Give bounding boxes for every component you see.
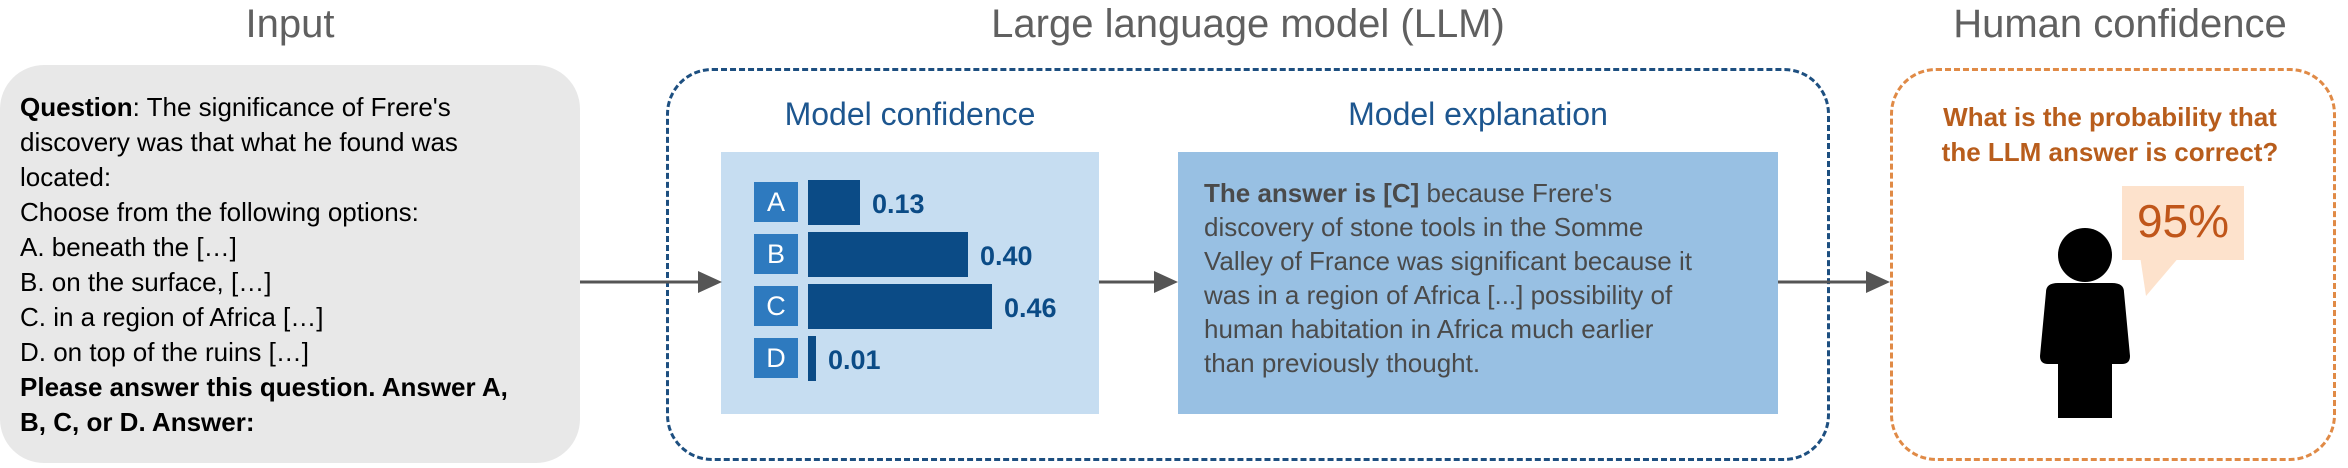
explanation-answer-lead: The answer is [C]: [1204, 178, 1420, 208]
person-icon: [2040, 228, 2130, 418]
arrow-llm-to-human: [1778, 271, 1890, 293]
speech-bubble-tail: [2140, 256, 2180, 296]
option-c-text: C. in a region of Africa […]: [20, 302, 324, 332]
confidence-bar-d: [808, 336, 816, 381]
explanation-line-5: human habitation in Africa much earlier: [1204, 314, 1654, 344]
arrow-input-to-llm: [580, 271, 722, 293]
explanation-line-4: was in a region of Africa [...] possibil…: [1204, 280, 1673, 310]
option-a-text: A. beneath the […]: [20, 232, 237, 262]
instruction-line-1: Please answer this question. Answer A,: [20, 372, 508, 402]
model-confidence-title: Model confidence: [784, 96, 1036, 132]
option-box-c: C: [754, 286, 798, 326]
option-box-b: B: [754, 234, 798, 274]
explanation-line-6: than previously thought.: [1204, 348, 1481, 378]
input-line-1: Question: The significance of Frere's: [20, 90, 580, 125]
probability-question-line-1: What is the probability that: [1943, 102, 2277, 132]
probability-question-line-2: the LLM answer is correct?: [1941, 137, 2279, 167]
probability-question: What is the probability that the LLM ans…: [1900, 100, 2320, 170]
input-prompt-text: Question: The significance of Frere's di…: [20, 90, 580, 440]
confidence-value-b: 0.40: [980, 241, 1033, 271]
explanation-line-2: discovery of stone tools in the Somme: [1204, 212, 1644, 242]
explanation-line-1-text: because Frere's: [1419, 178, 1613, 208]
option-box-a: A: [754, 182, 798, 222]
human-heading: Human confidence: [1953, 2, 2287, 46]
question-label: Question: [20, 92, 133, 122]
input-line-4: Choose from the following options:: [20, 197, 419, 227]
input-panel: [0, 65, 580, 463]
input-line-1-text: : The significance of Frere's: [132, 92, 451, 122]
llm-container: [666, 68, 1830, 461]
model-explanation-panel: [1178, 152, 1778, 414]
input-line-2: discovery was that what he found was: [20, 127, 458, 157]
confidence-value-d: 0.01: [828, 345, 881, 375]
confidence-value-c: 0.46: [1004, 293, 1057, 323]
instruction-line-2: B, C, or D. Answer:: [20, 407, 255, 437]
model-explanation-title: Model explanation: [1348, 96, 1608, 132]
option-d-text: D. on top of the ruins […]: [20, 337, 310, 367]
human-confidence-container: [1890, 68, 2336, 461]
confidence-value-a: 0.13: [872, 189, 925, 219]
arrow-confidence-to-explanation: [1099, 271, 1178, 293]
option-b-text: B. on the surface, […]: [20, 267, 272, 297]
confidence-bar-c: [808, 284, 992, 329]
human-confidence-value: 95%: [2136, 195, 2230, 247]
explanation-line-1: The answer is [C] because Frere's: [1204, 176, 1764, 210]
option-box-d: D: [754, 338, 798, 378]
llm-heading: Large language model (LLM): [991, 2, 1505, 46]
explanation-line-3: Valley of France was significant because…: [1204, 246, 1692, 276]
input-heading: Input: [245, 2, 335, 46]
model-explanation-text: The answer is [C] because Frere's discov…: [1204, 176, 1764, 380]
input-line-3: located:: [20, 162, 112, 192]
confidence-bar-b: [808, 232, 968, 277]
speech-bubble: [2122, 186, 2244, 260]
confidence-bar-a: [808, 180, 860, 225]
